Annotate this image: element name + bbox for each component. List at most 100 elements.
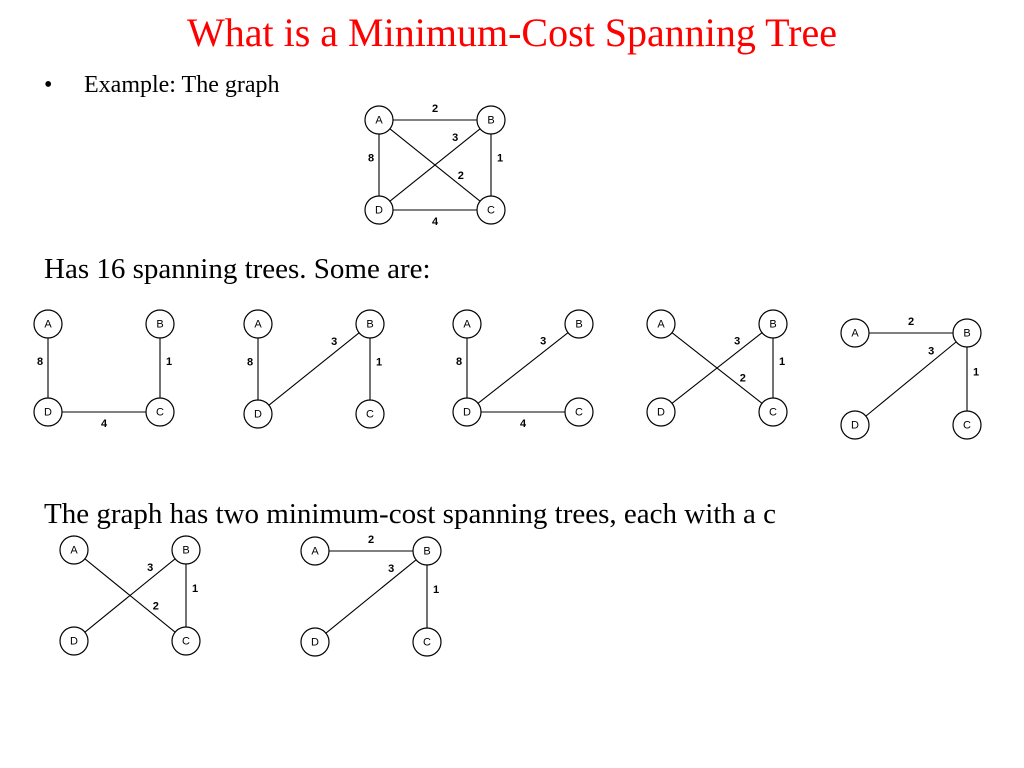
node-d-circle bbox=[59, 626, 89, 656]
node-a-label: A bbox=[44, 319, 52, 331]
node-b-circle bbox=[476, 105, 506, 135]
node-c-label: C bbox=[575, 407, 583, 419]
edge-bd bbox=[477, 332, 569, 404]
node-b-label: B bbox=[366, 319, 373, 331]
edge-weight-label: 2 bbox=[432, 103, 438, 115]
node-d-label: D bbox=[70, 636, 78, 648]
edge-ac bbox=[84, 558, 176, 633]
node-a-circle bbox=[59, 535, 89, 565]
edge-weight-label: 8 bbox=[456, 356, 462, 368]
edge-weight-label: 8 bbox=[247, 357, 253, 369]
spanning-tree-1: 8 1 4 A B C D bbox=[33, 309, 175, 430]
spanning-tree-5: 2 3 1 A B C D bbox=[840, 316, 982, 440]
node-c-label: C bbox=[769, 407, 777, 419]
node-a-label: A bbox=[375, 115, 383, 127]
edge-weight-label: 4 bbox=[101, 418, 108, 430]
node-a-label: A bbox=[311, 546, 319, 558]
node-b-label: B bbox=[182, 545, 189, 557]
node-c-circle bbox=[171, 626, 201, 656]
edge-weight-label: 1 bbox=[376, 357, 382, 369]
node-c-label: C bbox=[156, 407, 164, 419]
edge-weight-label: 3 bbox=[928, 345, 934, 357]
edge-weight-label: 1 bbox=[192, 583, 198, 595]
node-a-circle bbox=[452, 309, 482, 339]
node-d-circle bbox=[840, 410, 870, 440]
edge-bd bbox=[865, 341, 957, 417]
node-c-circle bbox=[145, 397, 175, 427]
node-b-label: B bbox=[423, 546, 430, 558]
node-a-circle bbox=[364, 105, 394, 135]
node-d-label: D bbox=[463, 407, 471, 419]
node-b-circle bbox=[171, 535, 201, 565]
edge-ac bbox=[671, 332, 763, 404]
node-a-label: A bbox=[254, 319, 262, 331]
node-a-circle bbox=[243, 309, 273, 339]
edge-ac bbox=[389, 128, 481, 202]
node-c-circle bbox=[952, 410, 982, 440]
node-d-label: D bbox=[311, 637, 319, 649]
node-d-label: D bbox=[254, 409, 262, 421]
node-a-circle bbox=[646, 309, 676, 339]
node-c-circle bbox=[564, 397, 594, 427]
edge-bd bbox=[325, 559, 417, 634]
node-a-label: A bbox=[657, 319, 665, 331]
node-d-circle bbox=[33, 397, 63, 427]
edge-weight-label: 1 bbox=[497, 153, 503, 165]
node-c-circle bbox=[758, 397, 788, 427]
node-a-circle bbox=[840, 318, 870, 348]
node-c-circle bbox=[476, 195, 506, 225]
slide-title: What is a Minimum-Cost Spanning Tree bbox=[187, 10, 837, 55]
edge-weight-label: 2 bbox=[908, 316, 914, 328]
edge-weight-label: 3 bbox=[734, 336, 740, 348]
node-d-circle bbox=[646, 397, 676, 427]
bullet-text: Example: The graph bbox=[84, 72, 280, 98]
node-a-label: A bbox=[70, 545, 78, 557]
edge-weight-label: 4 bbox=[432, 216, 439, 228]
node-c-label: C bbox=[182, 636, 190, 648]
spanning-tree-count-text: Has 16 spanning trees. Some are: bbox=[44, 253, 431, 285]
node-b-circle bbox=[952, 318, 982, 348]
edge-weight-label: 2 bbox=[458, 170, 464, 182]
edge-weight-label: 1 bbox=[433, 584, 439, 596]
edge-weight-label: 2 bbox=[368, 534, 374, 546]
node-b-label: B bbox=[963, 328, 970, 340]
edge-weight-label: 8 bbox=[368, 153, 374, 165]
bullet-item: • Example: The graph bbox=[44, 70, 280, 100]
node-b-circle bbox=[355, 309, 385, 339]
node-c-label: C bbox=[963, 420, 971, 432]
edge-weight-label: 3 bbox=[452, 132, 458, 144]
edge-weight-label: 1 bbox=[973, 367, 979, 379]
node-c-circle bbox=[412, 627, 442, 657]
node-d-circle bbox=[300, 627, 330, 657]
node-b-label: B bbox=[487, 115, 494, 127]
spanning-tree-3: 8 3 4 A B C D bbox=[452, 309, 594, 430]
node-d-circle bbox=[243, 399, 273, 429]
node-d-circle bbox=[452, 397, 482, 427]
node-b-circle bbox=[564, 309, 594, 339]
bullet-marker: • bbox=[44, 72, 53, 98]
edge-weight-label: 3 bbox=[388, 563, 394, 575]
edge-weight-label: 8 bbox=[37, 356, 43, 368]
node-b-circle bbox=[758, 309, 788, 339]
node-a-circle bbox=[300, 536, 330, 566]
edge-weight-label: 3 bbox=[540, 336, 546, 348]
node-c-label: C bbox=[487, 205, 495, 217]
edge-weight-label: 1 bbox=[166, 356, 172, 368]
edge-weight-label: 2 bbox=[153, 600, 159, 612]
node-a-label: A bbox=[463, 319, 471, 331]
node-b-label: B bbox=[575, 319, 582, 331]
edge-weight-label: 3 bbox=[331, 336, 337, 348]
edge-weight-label: 2 bbox=[740, 373, 746, 385]
minimum-tree-summary-text: The graph has two minimum-cost spanning … bbox=[44, 498, 777, 530]
node-d-label: D bbox=[44, 407, 52, 419]
edge-weight-label: 4 bbox=[520, 418, 527, 430]
node-a-label: A bbox=[851, 328, 859, 340]
node-d-label: D bbox=[851, 420, 859, 432]
edge-weight-label: 3 bbox=[147, 562, 153, 574]
node-b-label: B bbox=[156, 319, 163, 331]
minimum-tree-1: 3 2 1 A B C D bbox=[59, 535, 201, 656]
